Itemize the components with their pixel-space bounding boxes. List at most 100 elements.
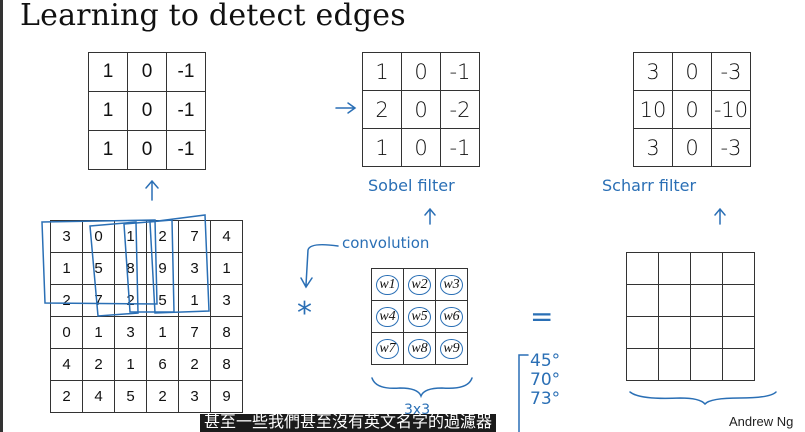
matrix-cell: 2 <box>178 348 211 381</box>
weight-label: w6 <box>440 306 463 327</box>
matrix-cell: 1 <box>146 316 179 349</box>
matrix-cell: -1 <box>440 128 480 167</box>
matrix-row: w7 w8 w9 <box>371 332 468 365</box>
convolution-arrow <box>300 243 339 289</box>
matrix-cell <box>658 284 691 317</box>
matrix-cell: 9 <box>210 380 243 413</box>
matrix-row <box>626 348 755 381</box>
weight-label: w9 <box>440 338 463 359</box>
matrix-cell: 4 <box>50 348 83 381</box>
highlight-box <box>149 214 210 314</box>
matrix-cell: 7 <box>178 316 211 349</box>
arrow-right-icon <box>335 102 357 114</box>
arrow-up-icon <box>714 207 726 225</box>
output-matrix <box>626 252 755 381</box>
angle: 45° <box>530 351 561 371</box>
matrix-cell: 1 <box>88 52 128 92</box>
highlight-box <box>41 219 158 305</box>
weight-label: w5 <box>408 306 431 327</box>
matrix-cell <box>722 284 755 317</box>
weight-label: w3 <box>440 274 463 295</box>
angle: 73° <box>530 389 561 409</box>
matrix-cell <box>626 316 659 349</box>
kernel-brace <box>371 377 473 399</box>
sobel-label: Sobel filter <box>368 176 455 195</box>
matrix-cell: w4 <box>371 300 404 333</box>
scharr-label: Scharr filter <box>602 176 697 195</box>
matrix-cell: 4 <box>82 380 115 413</box>
angle: 70° <box>530 370 561 390</box>
highlight-box <box>123 219 175 313</box>
matrix-cell <box>626 284 659 317</box>
matrix-cell: -1 <box>440 52 480 91</box>
matrix-cell: 1 <box>362 128 402 167</box>
weight-label: w4 <box>376 306 399 327</box>
matrix-cell: 1 <box>88 130 128 170</box>
weight-label: w1 <box>376 274 399 295</box>
matrix-cell: -3 <box>711 52 751 91</box>
matrix-cell: -1 <box>166 130 206 170</box>
matrix-cell: -3 <box>711 128 751 167</box>
weights-matrix: w1 w2 w3 w4 w5 w6 w7 w8 w9 <box>371 268 468 365</box>
matrix-cell: 1 <box>82 316 115 349</box>
slide-title: Learning to detect edges <box>20 0 406 33</box>
matrix-cell: w7 <box>371 332 404 365</box>
matrix-cell: 0 <box>672 52 712 91</box>
matrix-cell: w6 <box>435 300 468 333</box>
output-brace <box>629 391 777 406</box>
convolution-star: * <box>297 296 312 331</box>
matrix-cell: 1 <box>114 348 147 381</box>
weight-label: w2 <box>408 274 431 295</box>
matrix-cell: 0 <box>401 52 441 91</box>
author-credit: Andrew Ng <box>729 414 794 429</box>
matrix-cell: 3 <box>633 128 673 167</box>
matrix-cell: 0 <box>127 52 167 92</box>
matrix-cell: 0 <box>127 91 167 131</box>
left-border <box>0 0 3 432</box>
matrix-cell: w3 <box>435 268 468 301</box>
matrix-row <box>626 284 755 317</box>
matrix-cell <box>658 348 691 381</box>
matrix-cell: 1 <box>362 52 402 91</box>
matrix-cell: w9 <box>435 332 468 365</box>
weight-label: w8 <box>408 338 431 359</box>
matrix-cell: 1 <box>88 91 128 131</box>
convolution-label: convolution <box>342 234 430 252</box>
matrix-row <box>626 252 755 285</box>
matrix-cell: -2 <box>440 90 480 129</box>
matrix-cell: 3 <box>178 252 211 285</box>
weight-label: w7 <box>376 338 399 359</box>
matrix-cell <box>690 252 723 285</box>
matrix-cell: w5 <box>403 300 436 333</box>
matrix-cell: 2 <box>50 380 83 413</box>
arrow-up-icon <box>424 207 436 225</box>
matrix-cell: w8 <box>403 332 436 365</box>
matrix-row: w4 w5 w6 <box>371 300 468 333</box>
matrix-cell: -10 <box>711 90 751 129</box>
matrix-cell: 8 <box>210 316 243 349</box>
angles-bracket <box>518 354 529 432</box>
video-subtitle: 甚至一些我們甚至沒有英文名字的過濾器 <box>200 414 497 432</box>
matrix-cell <box>722 348 755 381</box>
angles-list: 45° 70° 73° <box>530 352 560 409</box>
highlight-box <box>89 221 139 317</box>
matrix-cell: 8 <box>114 252 147 285</box>
matrix-row <box>626 316 755 349</box>
matrix-cell <box>722 252 755 285</box>
matrix-cell: 3 <box>633 52 673 91</box>
matrix-cell: 10 <box>633 90 673 129</box>
